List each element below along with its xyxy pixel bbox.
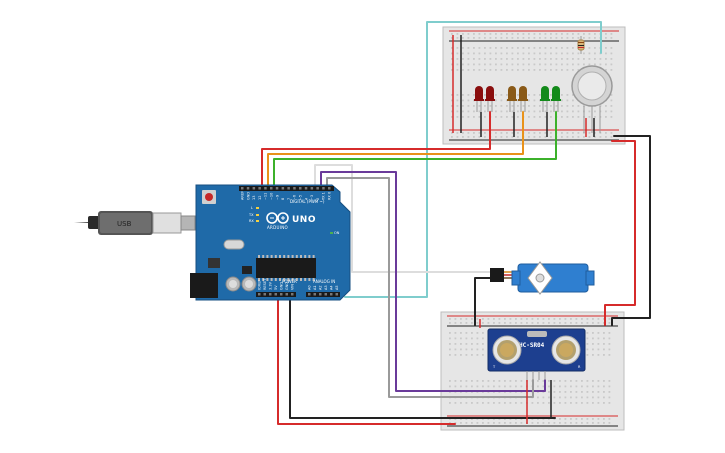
analog-pin-label: A0 (308, 285, 312, 290)
analog-pin-label: A2 (319, 285, 323, 290)
digital-pin-label: ~3 (310, 195, 314, 200)
digital-pin-label: ~5 (299, 195, 303, 200)
led (518, 86, 528, 112)
led (540, 86, 550, 112)
ultrasonic-sensor: HC-SR04 T R (487, 328, 586, 380)
led-group (474, 86, 561, 112)
digital-pin-label: 13 (252, 196, 256, 200)
analog-pin-label: A4 (330, 285, 334, 290)
led (551, 86, 561, 112)
black-rail-wire (611, 135, 651, 326)
red-rail-wire (604, 140, 636, 326)
digital-pin-label: AREF (241, 191, 245, 200)
sensor-model: HC-SR04 (519, 342, 545, 349)
power-jack (190, 273, 218, 298)
power-pin-label: GND (280, 282, 284, 290)
power-pin-label: RESET (263, 278, 267, 290)
red-led-wire (261, 111, 491, 187)
atmega-chip (256, 258, 316, 278)
led (474, 86, 484, 112)
power-pin-label: 3.3V (269, 281, 273, 290)
board-name: UNO (292, 215, 316, 225)
black-servo-wire (474, 277, 493, 326)
power-pin-label: GND (285, 282, 289, 290)
digital-label: DIGITAL (PWM ~) (290, 199, 325, 204)
wires (261, 21, 651, 425)
rx-led-label: RX (249, 219, 254, 223)
digital-pin-label: 7 (287, 198, 291, 200)
l-led-label: L (251, 206, 253, 210)
digital-pin-label: ~6 (293, 195, 297, 200)
digital-pin-label: 8 (281, 198, 285, 200)
purple-sensor-wire (320, 171, 546, 392)
digital-pin-label: ~9 (275, 195, 279, 200)
power-pin-label: 5V (274, 285, 278, 290)
analog-pin-label: A5 (335, 285, 339, 290)
power-pin-label: VIN (291, 284, 295, 290)
power-label: POWER (282, 279, 297, 284)
digital-header (239, 186, 334, 191)
arduino-logo (266, 212, 289, 224)
digital-pin-label: ~11 (264, 193, 268, 200)
led (485, 86, 495, 112)
red-power-wire (277, 296, 456, 425)
power-pin-label: IOREF (258, 280, 262, 290)
digital-pin-label: 2 (316, 198, 320, 200)
usb-cable: USB (74, 211, 196, 235)
digital-pin-label: GND (246, 192, 250, 200)
green-led-wire (273, 111, 557, 187)
teal-wire (344, 21, 602, 298)
resistor (577, 36, 585, 54)
analog-header (306, 292, 340, 297)
digital-pin-label: TX 1 (322, 192, 326, 201)
digital-pin-label: RX 0 (328, 192, 332, 200)
brand-label: ARDUINO (267, 225, 288, 230)
sensor-left-mark: T (492, 365, 496, 369)
sensor-right-mark: R (578, 365, 581, 369)
tx-led-label: TX (248, 213, 254, 217)
servo-connector (490, 268, 504, 282)
white-servo-wire (314, 164, 493, 273)
black-ground-wire (289, 296, 556, 419)
analog-pin-label: A3 (324, 285, 328, 290)
digital-pin-label: ~10 (270, 193, 274, 200)
usb-plug-label: USB (117, 220, 132, 228)
analog-pin-label: A1 (313, 285, 317, 290)
led (507, 86, 517, 112)
digital-pin-label: 12 (258, 196, 262, 200)
gray-sensor-wire (326, 177, 534, 398)
analog-label: ANALOG IN (313, 279, 335, 284)
digital-pin-label: 4 (304, 197, 308, 200)
orange-led-wire (267, 111, 524, 187)
servo-motor (490, 261, 595, 295)
gas-sensor (571, 65, 613, 133)
on-led-label: ON (334, 231, 340, 235)
